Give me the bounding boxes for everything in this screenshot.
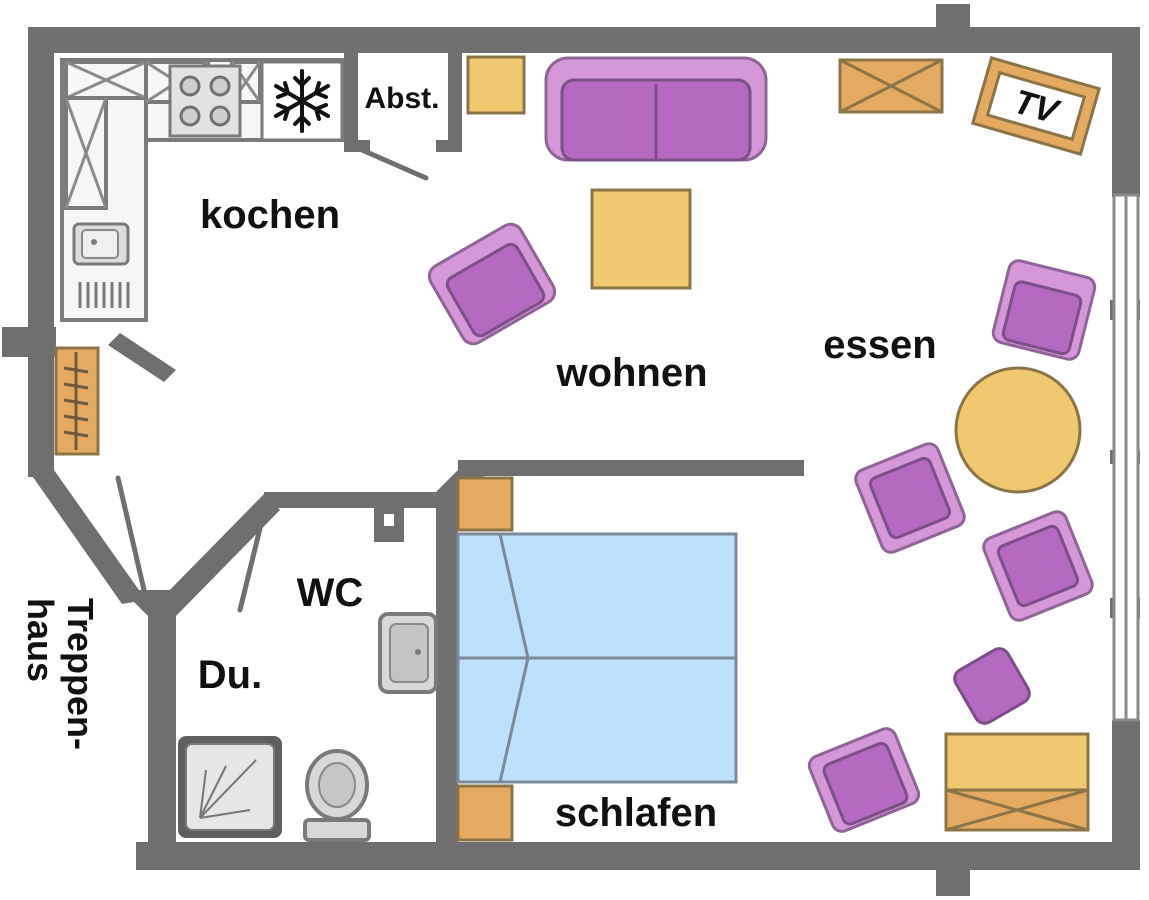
- shower-icon: [178, 736, 282, 838]
- room-label-essen: essen: [823, 323, 936, 367]
- svg-text:Treppen-: Treppen-: [60, 598, 101, 750]
- outer-walls: [2, 4, 1140, 896]
- window-right: [1112, 193, 1140, 722]
- wc-sink: [378, 612, 438, 694]
- abstellraum-label: Abst.: [365, 82, 440, 115]
- room-label-wc: WC: [297, 571, 364, 615]
- stool: [953, 647, 1031, 725]
- room-label-treppenhaus: Treppen- haus: [20, 598, 101, 750]
- sink-icon: [72, 222, 130, 266]
- svg-text:haus: haus: [20, 598, 61, 682]
- room-label-schlafen: schlafen: [555, 791, 717, 835]
- dresser: [944, 732, 1090, 832]
- nightstand-top: [456, 476, 514, 532]
- sofa: [544, 56, 768, 162]
- tv-icon: TV: [970, 56, 1102, 156]
- entry-door: [115, 475, 147, 593]
- interior-walls: [28, 48, 804, 846]
- abstellraum-door: [359, 147, 429, 181]
- room-label-wohnen: wohnen: [555, 351, 707, 395]
- stove-icon: [168, 64, 242, 138]
- dining-table: [954, 366, 1082, 494]
- armchair-bedroom: [807, 727, 921, 833]
- side-table: [466, 55, 526, 115]
- nightstand-bottom: [456, 784, 514, 842]
- snowflake-icon: [260, 60, 344, 142]
- coffee-table: [590, 188, 692, 290]
- armchair-living: [427, 222, 557, 346]
- dining-chair-1: [991, 259, 1097, 361]
- bath-door: [237, 509, 267, 613]
- room-label-kochen: kochen: [200, 193, 340, 237]
- dining-chair-3: [982, 510, 1094, 622]
- dish-rack: [78, 282, 130, 308]
- coat-rack: [54, 346, 100, 456]
- cabinet-top-right: [838, 58, 944, 114]
- abstellraum: Abst.: [365, 82, 440, 115]
- dining-chair-2: [854, 442, 966, 554]
- toilet-icon: [303, 749, 371, 842]
- room-label-dusche: Du.: [198, 653, 262, 697]
- bed: [456, 532, 738, 784]
